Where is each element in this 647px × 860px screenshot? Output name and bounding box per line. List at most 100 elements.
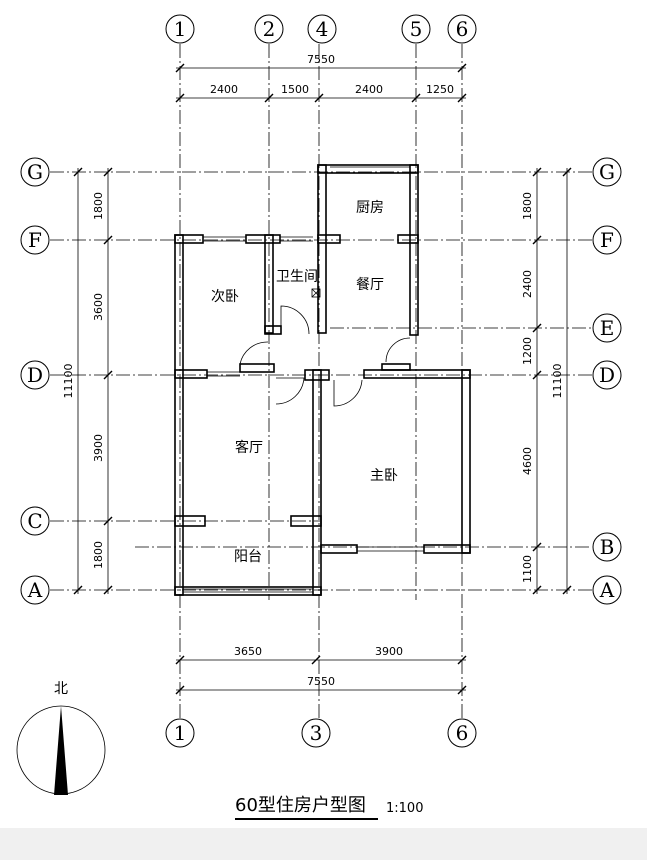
axis-bubbles-bottom: 1 3 6 — [165, 718, 477, 748]
axis-bubble-left-a: A — [20, 575, 50, 605]
axis-bubble-bottom-1: 1 — [165, 718, 195, 748]
door-dining — [385, 337, 411, 363]
axis-bubbles-right: G F E D B A — [592, 157, 622, 605]
axis-label: B — [600, 535, 615, 559]
dim-right-seg: 2400 — [521, 270, 534, 298]
axis-bubble-top-2: 2 — [254, 14, 284, 44]
wall — [363, 369, 471, 379]
wall — [174, 369, 208, 379]
room-second-bedroom: 次卧 — [211, 289, 239, 305]
dim-left-seg: 3900 — [92, 434, 105, 462]
wall — [320, 544, 358, 554]
north-compass: 北 — [16, 681, 106, 795]
axis-bubble-top-4: 4 — [307, 14, 337, 44]
axis-bubble-right-b: B — [592, 532, 622, 562]
axis-bubble-left-d: D — [20, 360, 50, 390]
dim-right-seg: 4600 — [521, 447, 534, 475]
walls — [174, 164, 471, 596]
axis-bubble-top-1: 1 — [165, 14, 195, 44]
axis-bubble-right-f: F — [592, 225, 622, 255]
axis-bubble-right-e: E — [592, 313, 622, 343]
wall-south-balcony — [174, 586, 322, 596]
axis-bubble-left-c: C — [20, 506, 50, 536]
axis-label: D — [599, 363, 615, 387]
axis-label: A — [27, 578, 43, 602]
title-scale: 1:100 — [386, 801, 423, 816]
wall — [317, 234, 341, 244]
dim-top-seg: 2400 — [355, 83, 383, 96]
wall — [423, 544, 471, 554]
wall — [174, 234, 204, 244]
axis-bubbles-top: 1 2 4 5 6 — [165, 14, 477, 44]
dim-right-seg: 1800 — [521, 192, 534, 220]
axis-label: 6 — [456, 721, 469, 745]
wall — [290, 515, 322, 527]
wall — [174, 515, 206, 527]
room-dining: 餐厅 — [356, 277, 384, 293]
axis-label: 6 — [456, 17, 469, 41]
dim-right-seg: 1100 — [521, 555, 534, 583]
drawing-title: 60型住房户型图 1:100 — [235, 795, 423, 820]
axis-bubble-bottom-6: 6 — [447, 718, 477, 748]
axis-bubble-right-g: G — [592, 157, 622, 187]
door-master-bedroom — [333, 379, 363, 407]
dimensions-bottom: 3650 3900 7550 — [175, 645, 467, 695]
dim-left-seg: 1800 — [92, 541, 105, 569]
room-bathroom: 卫生间 — [276, 269, 318, 285]
dim-left-seg: 1800 — [92, 192, 105, 220]
room-kitchen: 厨房 — [356, 200, 384, 216]
axis-label: E — [600, 316, 615, 340]
axis-bubble-bottom-3: 3 — [301, 718, 331, 748]
title-text: 60型住房户型图 — [235, 795, 366, 816]
axis-bubble-top-5: 5 — [401, 14, 431, 44]
axis-label: 3 — [310, 721, 323, 745]
axis-label: 1 — [174, 721, 187, 745]
dimensions-left: 11100 1800 3600 3900 1800 — [62, 167, 113, 595]
wall-west — [174, 234, 184, 596]
wall — [264, 234, 274, 334]
axis-label: A — [599, 578, 615, 602]
wall — [245, 234, 281, 244]
dim-top-seg: 1250 — [426, 83, 454, 96]
dim-right-total: 11100 — [551, 364, 564, 399]
dim-top-seg: 2400 — [210, 83, 238, 96]
wall — [409, 164, 419, 336]
wall-east — [461, 369, 471, 554]
doors — [239, 288, 411, 407]
wall — [239, 363, 275, 373]
dim-right-seg: 1200 — [521, 337, 534, 365]
door-bathroom — [280, 305, 310, 335]
room-master-bedroom: 主卧 — [370, 468, 398, 484]
dim-bottom-seg: 3650 — [234, 645, 262, 658]
axis-label: 2 — [263, 17, 276, 41]
floor-drain-icon — [311, 288, 321, 298]
axis-bubble-right-a: A — [592, 575, 622, 605]
axis-bubble-right-d: D — [592, 360, 622, 390]
axis-label: C — [27, 509, 42, 533]
axis-label: G — [27, 160, 43, 184]
north-arrow-icon — [54, 706, 68, 795]
room-balcony: 阳台 — [234, 549, 262, 565]
axis-label: 4 — [316, 17, 329, 41]
room-living: 客厅 — [235, 439, 263, 456]
axis-label: 5 — [410, 17, 423, 41]
axis-label: F — [600, 228, 614, 252]
door-living — [275, 377, 305, 405]
room-labels: 厨房 卫生间 餐厅 次卧 客厅 主卧 阳台 — [211, 200, 398, 565]
axis-label: G — [599, 160, 615, 184]
dim-left-total: 11100 — [62, 364, 75, 399]
wall — [381, 363, 411, 371]
axis-bubble-top-6: 6 — [447, 14, 477, 44]
compass-label: 北 — [54, 681, 68, 697]
dim-top-total: 7550 — [307, 53, 335, 66]
door-second-bedroom — [239, 341, 269, 365]
axis-bubble-left-f: F — [20, 225, 50, 255]
wall — [397, 234, 419, 244]
dim-left-seg: 3600 — [92, 293, 105, 321]
dim-top-seg: 1500 — [281, 83, 309, 96]
dim-bottom-seg: 3900 — [375, 645, 403, 658]
dimensions-right: 1800 2400 1200 4600 1100 11100 — [521, 167, 572, 595]
footer-bar — [0, 828, 647, 860]
axis-label: D — [27, 363, 43, 387]
